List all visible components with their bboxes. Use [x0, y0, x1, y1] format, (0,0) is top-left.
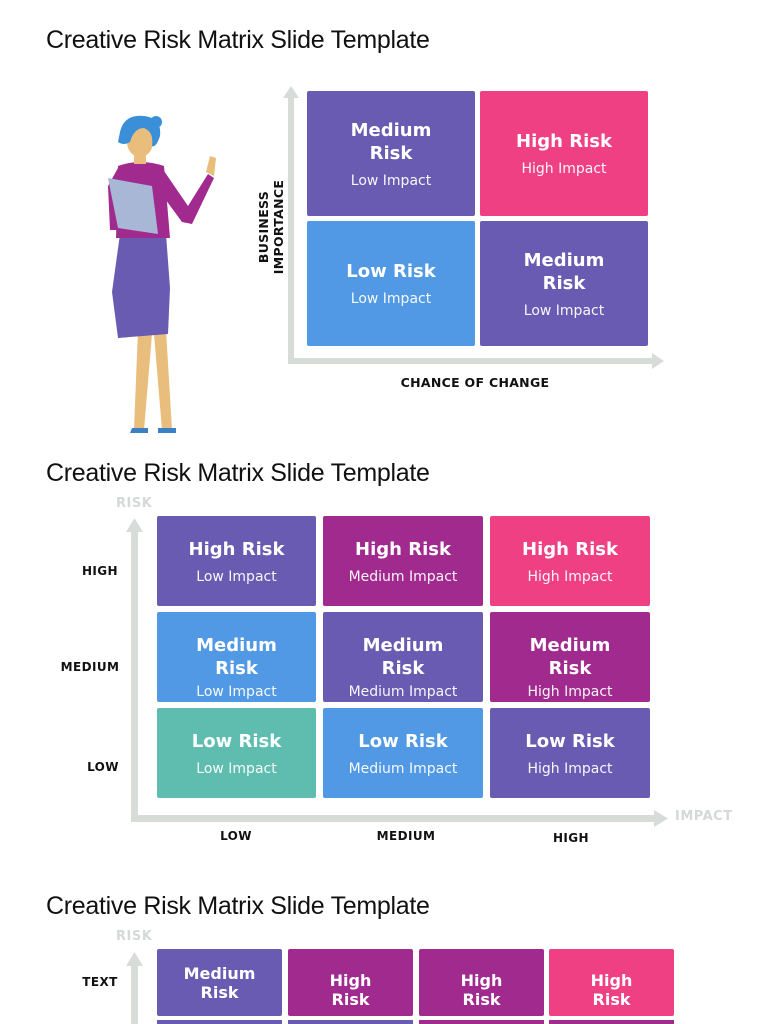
- risk-label: Medium Risk: [350, 119, 432, 164]
- slide1-title: Creative Risk Matrix Slide Template: [46, 26, 430, 54]
- impact-label: Low Impact: [350, 291, 432, 307]
- row-label-medium: MEDIUM: [60, 660, 120, 674]
- slide3-cell: High Risk: [549, 949, 674, 1016]
- impact-label: High Impact: [527, 684, 613, 700]
- risk-label: Low Risk: [525, 730, 615, 752]
- impact-label: Low Impact: [523, 302, 605, 319]
- slide3-cell: High Risk: [419, 949, 544, 1016]
- col-label-high: HIGH: [552, 831, 589, 845]
- slide2-axes: [126, 518, 668, 827]
- slide2-cell: High Risk Low Impact: [157, 516, 316, 606]
- slide3-next-row-cell: [549, 1020, 674, 1024]
- risk-label: High Risk: [522, 538, 618, 560]
- slide3-title: Creative Risk Matrix Slide Template: [46, 892, 430, 920]
- slide1-cell-bottom-left: Low Risk Low Impact: [307, 221, 475, 346]
- slide3-y-axis-label: RISK: [116, 929, 153, 944]
- impact-label: High Impact: [527, 568, 613, 585]
- slide1-axes: [283, 86, 664, 369]
- impact-label: Low Impact: [196, 568, 277, 585]
- slide2-cell: Medium Risk High Impact: [490, 612, 650, 702]
- col-label-medium: MEDIUM: [376, 829, 436, 843]
- slide1-cell-bottom-right: Medium Risk Low Impact: [480, 221, 648, 346]
- risk-label: High Risk: [460, 970, 503, 1009]
- row-label-low: LOW: [87, 760, 119, 774]
- risk-label: High Risk: [329, 970, 372, 1009]
- slide3-cell: Medium Risk: [157, 949, 282, 1016]
- risk-label: High Risk: [188, 538, 285, 560]
- slide1-x-axis-label: CHANCE OF CHANGE: [400, 375, 550, 390]
- slide2-title: Creative Risk Matrix Slide Template: [46, 459, 430, 487]
- col-label-low: LOW: [220, 829, 252, 843]
- slide2-cell: Low Risk Low Impact: [157, 708, 316, 798]
- slide3-row-label: TEXT: [82, 975, 118, 989]
- slide1-cell-top-left: Medium Risk Low Impact: [307, 91, 475, 216]
- impact-label: Medium Impact: [348, 568, 458, 585]
- risk-label: High Risk: [516, 131, 612, 152]
- risk-label: Medium Risk: [362, 635, 444, 679]
- row-label-high: HIGH: [81, 564, 118, 578]
- slide3-cell: High Risk: [288, 949, 413, 1016]
- presenter-illustration: [108, 115, 216, 433]
- risk-label: High Risk: [590, 970, 633, 1009]
- slide2-cell: Medium Risk Medium Impact: [323, 612, 483, 702]
- slide2-cell: Medium Risk Low Impact: [157, 612, 316, 702]
- slide1-y-axis-label: BUSINESS IMPORTANCE: [256, 179, 286, 275]
- slide3-axis: [126, 952, 143, 1024]
- impact-label: Medium Impact: [348, 760, 458, 777]
- slide2-x-axis-label: IMPACT: [675, 809, 733, 824]
- impact-label: Medium Impact: [348, 684, 458, 700]
- impact-label: Low Impact: [350, 172, 432, 189]
- risk-label: Low Risk: [346, 261, 436, 282]
- slide2-cell: High Risk Medium Impact: [323, 516, 483, 606]
- impact-label: High Impact: [521, 161, 607, 177]
- slide3-next-row-cell: [288, 1020, 413, 1024]
- risk-label: Medium Risk: [183, 963, 256, 1002]
- slide1-cell-top-right: High Risk High Impact: [480, 91, 648, 216]
- impact-label: Low Impact: [196, 760, 277, 777]
- slide2-cell: Low Risk High Impact: [490, 708, 650, 798]
- risk-label: Medium Risk: [529, 635, 611, 679]
- slide2-cell: High Risk High Impact: [490, 516, 650, 606]
- risk-label: Medium Risk: [523, 249, 605, 294]
- risk-label: Low Risk: [191, 730, 282, 752]
- impact-label: Low Impact: [196, 684, 277, 700]
- risk-label: Medium Risk: [196, 635, 277, 679]
- impact-label: High Impact: [527, 760, 613, 777]
- slide3-next-row-cell: [419, 1020, 544, 1024]
- risk-label: High Risk: [355, 538, 451, 560]
- slide3-next-row-cell: [157, 1020, 282, 1024]
- slide2-y-axis-label: RISK: [116, 496, 153, 511]
- risk-label: Low Risk: [358, 730, 448, 752]
- slide2-cell: Low Risk Medium Impact: [323, 708, 483, 798]
